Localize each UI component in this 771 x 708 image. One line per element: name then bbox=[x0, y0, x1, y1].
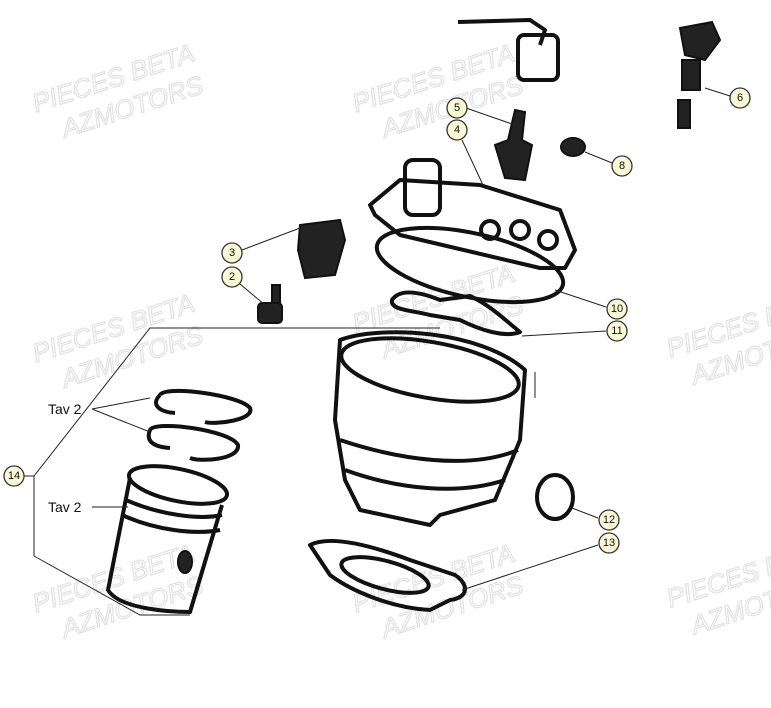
rings-note: Tav 2 bbox=[48, 401, 82, 417]
spark-plug bbox=[493, 108, 534, 182]
cylinder-o-ring bbox=[535, 473, 575, 521]
callout-13[interactable]: 13 bbox=[598, 532, 620, 554]
callout-label: 13 bbox=[603, 537, 615, 549]
callout-11[interactable]: 11 bbox=[606, 320, 628, 342]
thermostat bbox=[296, 218, 347, 280]
cylinder-head bbox=[368, 158, 577, 270]
callout-12[interactable]: 12 bbox=[598, 509, 620, 531]
callout-label: 4 bbox=[454, 124, 460, 136]
callout-4[interactable]: 4 bbox=[446, 119, 468, 141]
callout-label: 10 bbox=[611, 303, 623, 315]
callout-8[interactable]: 8 bbox=[611, 155, 633, 177]
spark-plug-cap bbox=[457, 18, 560, 82]
callout-label: 3 bbox=[229, 247, 235, 259]
callout-2[interactable]: 2 bbox=[221, 266, 243, 288]
callout-label: 6 bbox=[737, 92, 743, 104]
callout-label: 14 bbox=[8, 470, 20, 482]
piston-note: Tav 2 bbox=[48, 499, 82, 515]
callout-label: 11 bbox=[611, 325, 622, 337]
piston-ring-upper bbox=[154, 388, 253, 425]
nut bbox=[560, 137, 586, 157]
head-gasket bbox=[389, 290, 522, 337]
callout-10[interactable]: 10 bbox=[606, 298, 628, 320]
base-gasket bbox=[308, 538, 467, 612]
piston bbox=[106, 464, 230, 614]
leader-lines bbox=[24, 87, 731, 616]
callout-5[interactable]: 5 bbox=[446, 97, 468, 119]
callout-label: 5 bbox=[454, 102, 460, 114]
callout-label: 8 bbox=[619, 160, 625, 172]
callout-label: 12 bbox=[603, 514, 615, 526]
callout-14[interactable]: 14 bbox=[3, 465, 25, 487]
callout-3[interactable]: 3 bbox=[221, 242, 243, 264]
callout-label: 2 bbox=[229, 271, 235, 283]
piston-ring-lower bbox=[146, 423, 240, 462]
cylinder bbox=[333, 330, 527, 527]
temperature-sensor bbox=[677, 20, 722, 129]
bolt bbox=[257, 284, 283, 324]
callout-6[interactable]: 6 bbox=[729, 87, 751, 109]
